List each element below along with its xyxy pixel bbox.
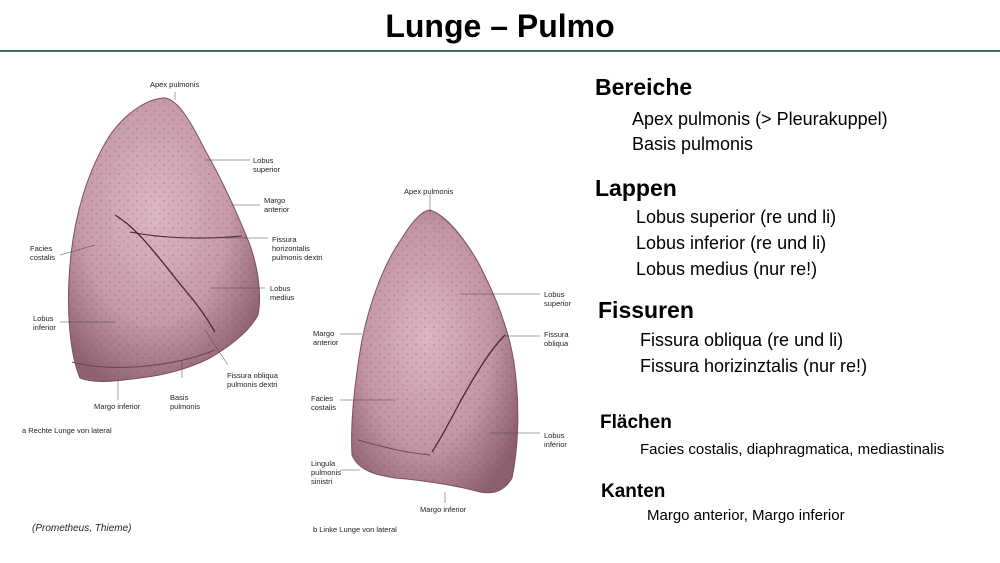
label-facies-costalis-left: Facies costalis <box>311 394 337 412</box>
label-margo-inferior-left: Margo inferior <box>420 505 467 514</box>
left-lung <box>351 209 519 494</box>
label-margo-inferior-right: Margo inferior <box>94 402 141 411</box>
caption-a: a Rechte Lunge von lateral <box>22 426 112 435</box>
label-basis-pulmonis: Basis pulmonis <box>170 393 201 411</box>
slide-title: Lunge – Pulmo <box>385 8 615 44</box>
title-divider <box>0 50 1000 52</box>
label-lingula: Lingula pulmonis sinistri <box>311 459 342 486</box>
flaechen-line: Facies costalis, diaphragmatica, mediast… <box>640 441 945 458</box>
lappen-line-2: Lobus inferior (re und li) <box>636 233 827 253</box>
label-facies-costalis-right: Facies costalis <box>30 244 56 262</box>
fissuren-line-1: Fissura obliqua (re und li) <box>640 330 844 350</box>
bereiche-line-1: Apex pulmonis (> Pleurakuppel) <box>632 109 888 129</box>
leader-lines-left <box>340 195 540 503</box>
kanten-line: Margo anterior, Margo inferior <box>647 507 845 524</box>
image-credit: (Prometheus, Thieme) <box>32 523 132 534</box>
label-lobus-inferior-right: Lobus inferior <box>33 314 56 332</box>
heading-fissuren: Fissuren <box>598 297 694 323</box>
heading-kanten: Kanten <box>601 481 666 502</box>
bereiche-line-2: Basis pulmonis <box>632 134 754 154</box>
caption-b: b Linke Lunge von lateral <box>313 525 397 534</box>
heading-lappen: Lappen <box>595 175 677 201</box>
label-fissura-horizontalis: Fissura horizontalis pulmonis dextri <box>272 235 323 262</box>
lappen-line-3: Lobus medius (nur re!) <box>636 259 818 279</box>
label-fissura-obliqua-right: Fissura obliqua pulmonis dextri <box>227 371 278 389</box>
label-lobus-superior-right: Lobus superior <box>253 156 281 174</box>
heading-bereiche: Bereiche <box>595 74 693 100</box>
label-fissura-obliqua-left: Fissura obliqua <box>544 330 569 348</box>
leader-lines-right <box>59 92 268 400</box>
fissuren-line-2: Fissura horizinztalis (nur re!) <box>640 356 868 376</box>
heading-flaechen: Flächen <box>600 412 672 433</box>
label-lobus-superior-left: Lobus superior <box>544 290 572 308</box>
label-margo-anterior-right: Margo anterior <box>264 196 290 214</box>
lung-figure: Apex pulmonis Lobus superior Margo anter… <box>0 60 590 560</box>
lappen-line-1: Lobus superior (re und li) <box>636 207 837 227</box>
right-lung <box>67 97 261 382</box>
label-margo-anterior-left: Margo anterior <box>313 329 339 347</box>
lung-illustration <box>59 92 540 503</box>
label-lobus-medius: Lobus medius <box>270 284 295 302</box>
label-lobus-inferior-left: Lobus inferior <box>544 431 567 449</box>
label-apex-right: Apex pulmonis <box>150 80 200 89</box>
label-apex-left: Apex pulmonis <box>404 187 454 196</box>
